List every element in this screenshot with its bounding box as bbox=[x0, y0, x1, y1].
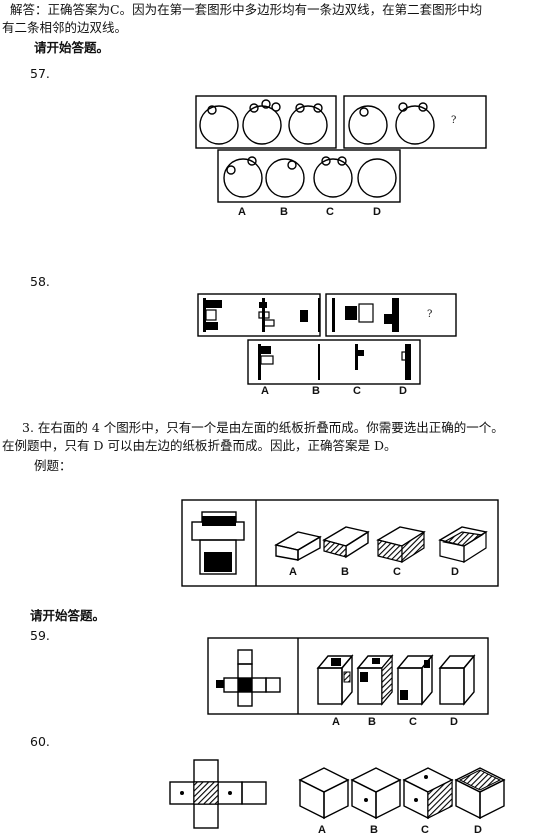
intro-line-1: 解答：正确答案为C。因为在第一套图形中多边形均有一条边双线，在第二套图形中均 bbox=[10, 2, 483, 17]
q58-option-d[interactable]: D bbox=[399, 385, 407, 397]
example-option-d: D bbox=[451, 566, 459, 578]
q57-option-d[interactable]: D bbox=[373, 206, 381, 218]
example-option-b: B bbox=[341, 566, 349, 578]
q59-option-a[interactable]: A bbox=[332, 716, 340, 728]
q59-option-b[interactable]: B bbox=[368, 716, 376, 728]
example-option-a: A bbox=[289, 566, 297, 578]
intro-line-2: 有二条相邻的边双线。 bbox=[2, 20, 128, 35]
section-3-line-2: 在例题中，只有 D 可以由左边的纸板折叠而成。因此，正确答案是 D。 bbox=[2, 438, 397, 453]
q57-option-b[interactable]: B bbox=[280, 206, 288, 218]
question-60-number: 60. bbox=[30, 734, 50, 749]
question-59-number: 59. bbox=[30, 628, 50, 643]
q58-option-c[interactable]: C bbox=[353, 385, 361, 397]
q57-option-c[interactable]: C bbox=[326, 206, 334, 218]
section-3-line-1: 3. 在右面的 4 个图形中，只有一个是由左面的纸板折叠而成。你需要选出正确的一… bbox=[22, 420, 504, 435]
q57-option-a[interactable]: A bbox=[238, 206, 246, 218]
example-option-c: C bbox=[393, 566, 401, 578]
start-instruction-2: 请开始答题。 bbox=[30, 608, 106, 623]
q60-option-b[interactable]: B bbox=[370, 824, 378, 836]
q60-option-c[interactable]: C bbox=[421, 824, 429, 836]
start-instruction-1: 请开始答题。 bbox=[34, 40, 110, 55]
q60-option-a[interactable]: A bbox=[318, 824, 326, 836]
example-label: 例题： bbox=[34, 458, 72, 473]
q57-missing-mark: ? bbox=[451, 115, 457, 126]
question-57-number: 57. bbox=[30, 66, 50, 81]
q58-option-b[interactable]: B bbox=[312, 385, 320, 397]
question-58-number: 58. bbox=[30, 274, 50, 289]
q59-option-c[interactable]: C bbox=[409, 716, 417, 728]
q60-option-d[interactable]: D bbox=[474, 824, 482, 836]
q58-missing-mark: ? bbox=[427, 309, 433, 320]
q58-option-a[interactable]: A bbox=[261, 385, 269, 397]
q59-option-d[interactable]: D bbox=[450, 716, 458, 728]
